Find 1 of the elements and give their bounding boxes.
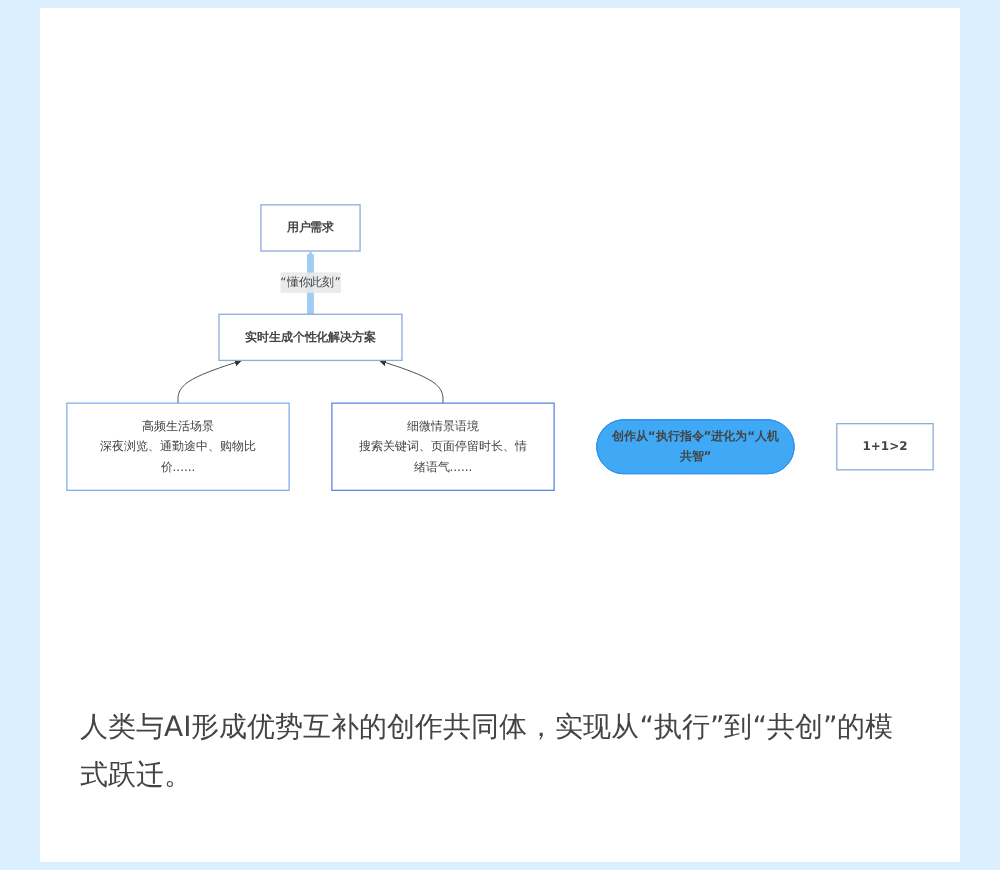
description-paragraph: 人类与AI形成优势互补的创作共同体，实现从“执行”到“共创”的模式跃迁。 xyxy=(80,710,896,796)
